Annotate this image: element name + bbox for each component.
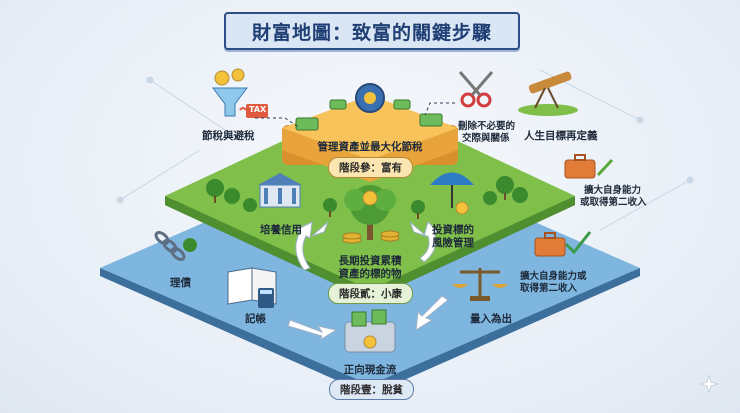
label-expand2-line1: 擴大自身能力或 [520, 271, 587, 282]
label-expand1-line2: 或取得第二收入 [580, 197, 647, 208]
label-goal: 人生目標再定義 [524, 130, 598, 142]
top-stage-badge: 階段參：富有 [328, 157, 413, 178]
bottom-stage-badge: 階段壹：脫貧 [329, 379, 414, 400]
middle-stage-heading-line1: 長期投資累積 [338, 255, 402, 267]
bottom-stage-heading: 正向現金流 [343, 364, 397, 376]
label-risk-line1: 投資標的 [432, 224, 474, 236]
top-stage-heading: 管理資產並最大化節稅 [317, 141, 423, 153]
scissors-icon [458, 71, 494, 108]
label-delete-line1: 刪除不必要的 [458, 121, 516, 132]
label-delete-line2: 交際與關係 [462, 133, 510, 144]
chain-icon [154, 231, 186, 261]
middle-stage-badge: 階段貳：小康 [328, 283, 413, 304]
sparkle-icon [700, 375, 718, 393]
calculator-icon [258, 288, 274, 308]
label-bookkeeping: 記帳 [245, 313, 266, 325]
label-credit: 培養信用 [260, 224, 302, 236]
telescope-icon [518, 71, 578, 116]
label-tax: 節稅與避稅 [202, 130, 255, 142]
cash-basket-icon [344, 309, 396, 353]
label-debt: 理債 [170, 277, 191, 289]
label-balance: 量入為出 [470, 313, 512, 325]
label-expand1-line1: 擴大自身能力 [584, 185, 642, 196]
page-title: 財富地圖：致富的關鍵步驟 [224, 12, 520, 50]
cash-stack-icons [295, 99, 443, 131]
middle-stage-heading-line2: 資產的標的物 [338, 268, 402, 280]
label-tax-tag: TAX [249, 105, 267, 114]
money-tree-icon [342, 185, 400, 244]
label-risk-line2: 風險管理 [432, 237, 474, 249]
flow-arrows [287, 221, 449, 342]
toolbox-icon [564, 154, 614, 179]
bank-icon [258, 173, 302, 208]
umbrella-icon [430, 172, 474, 215]
leader-lines [255, 102, 455, 129]
balance-scale-icon [452, 268, 508, 301]
tax-funnel-icon [212, 68, 268, 118]
toolbox-icon-2 [534, 231, 592, 257]
label-expand2-line2: 取得第二收入 [520, 283, 578, 294]
gear-icon [355, 83, 385, 113]
